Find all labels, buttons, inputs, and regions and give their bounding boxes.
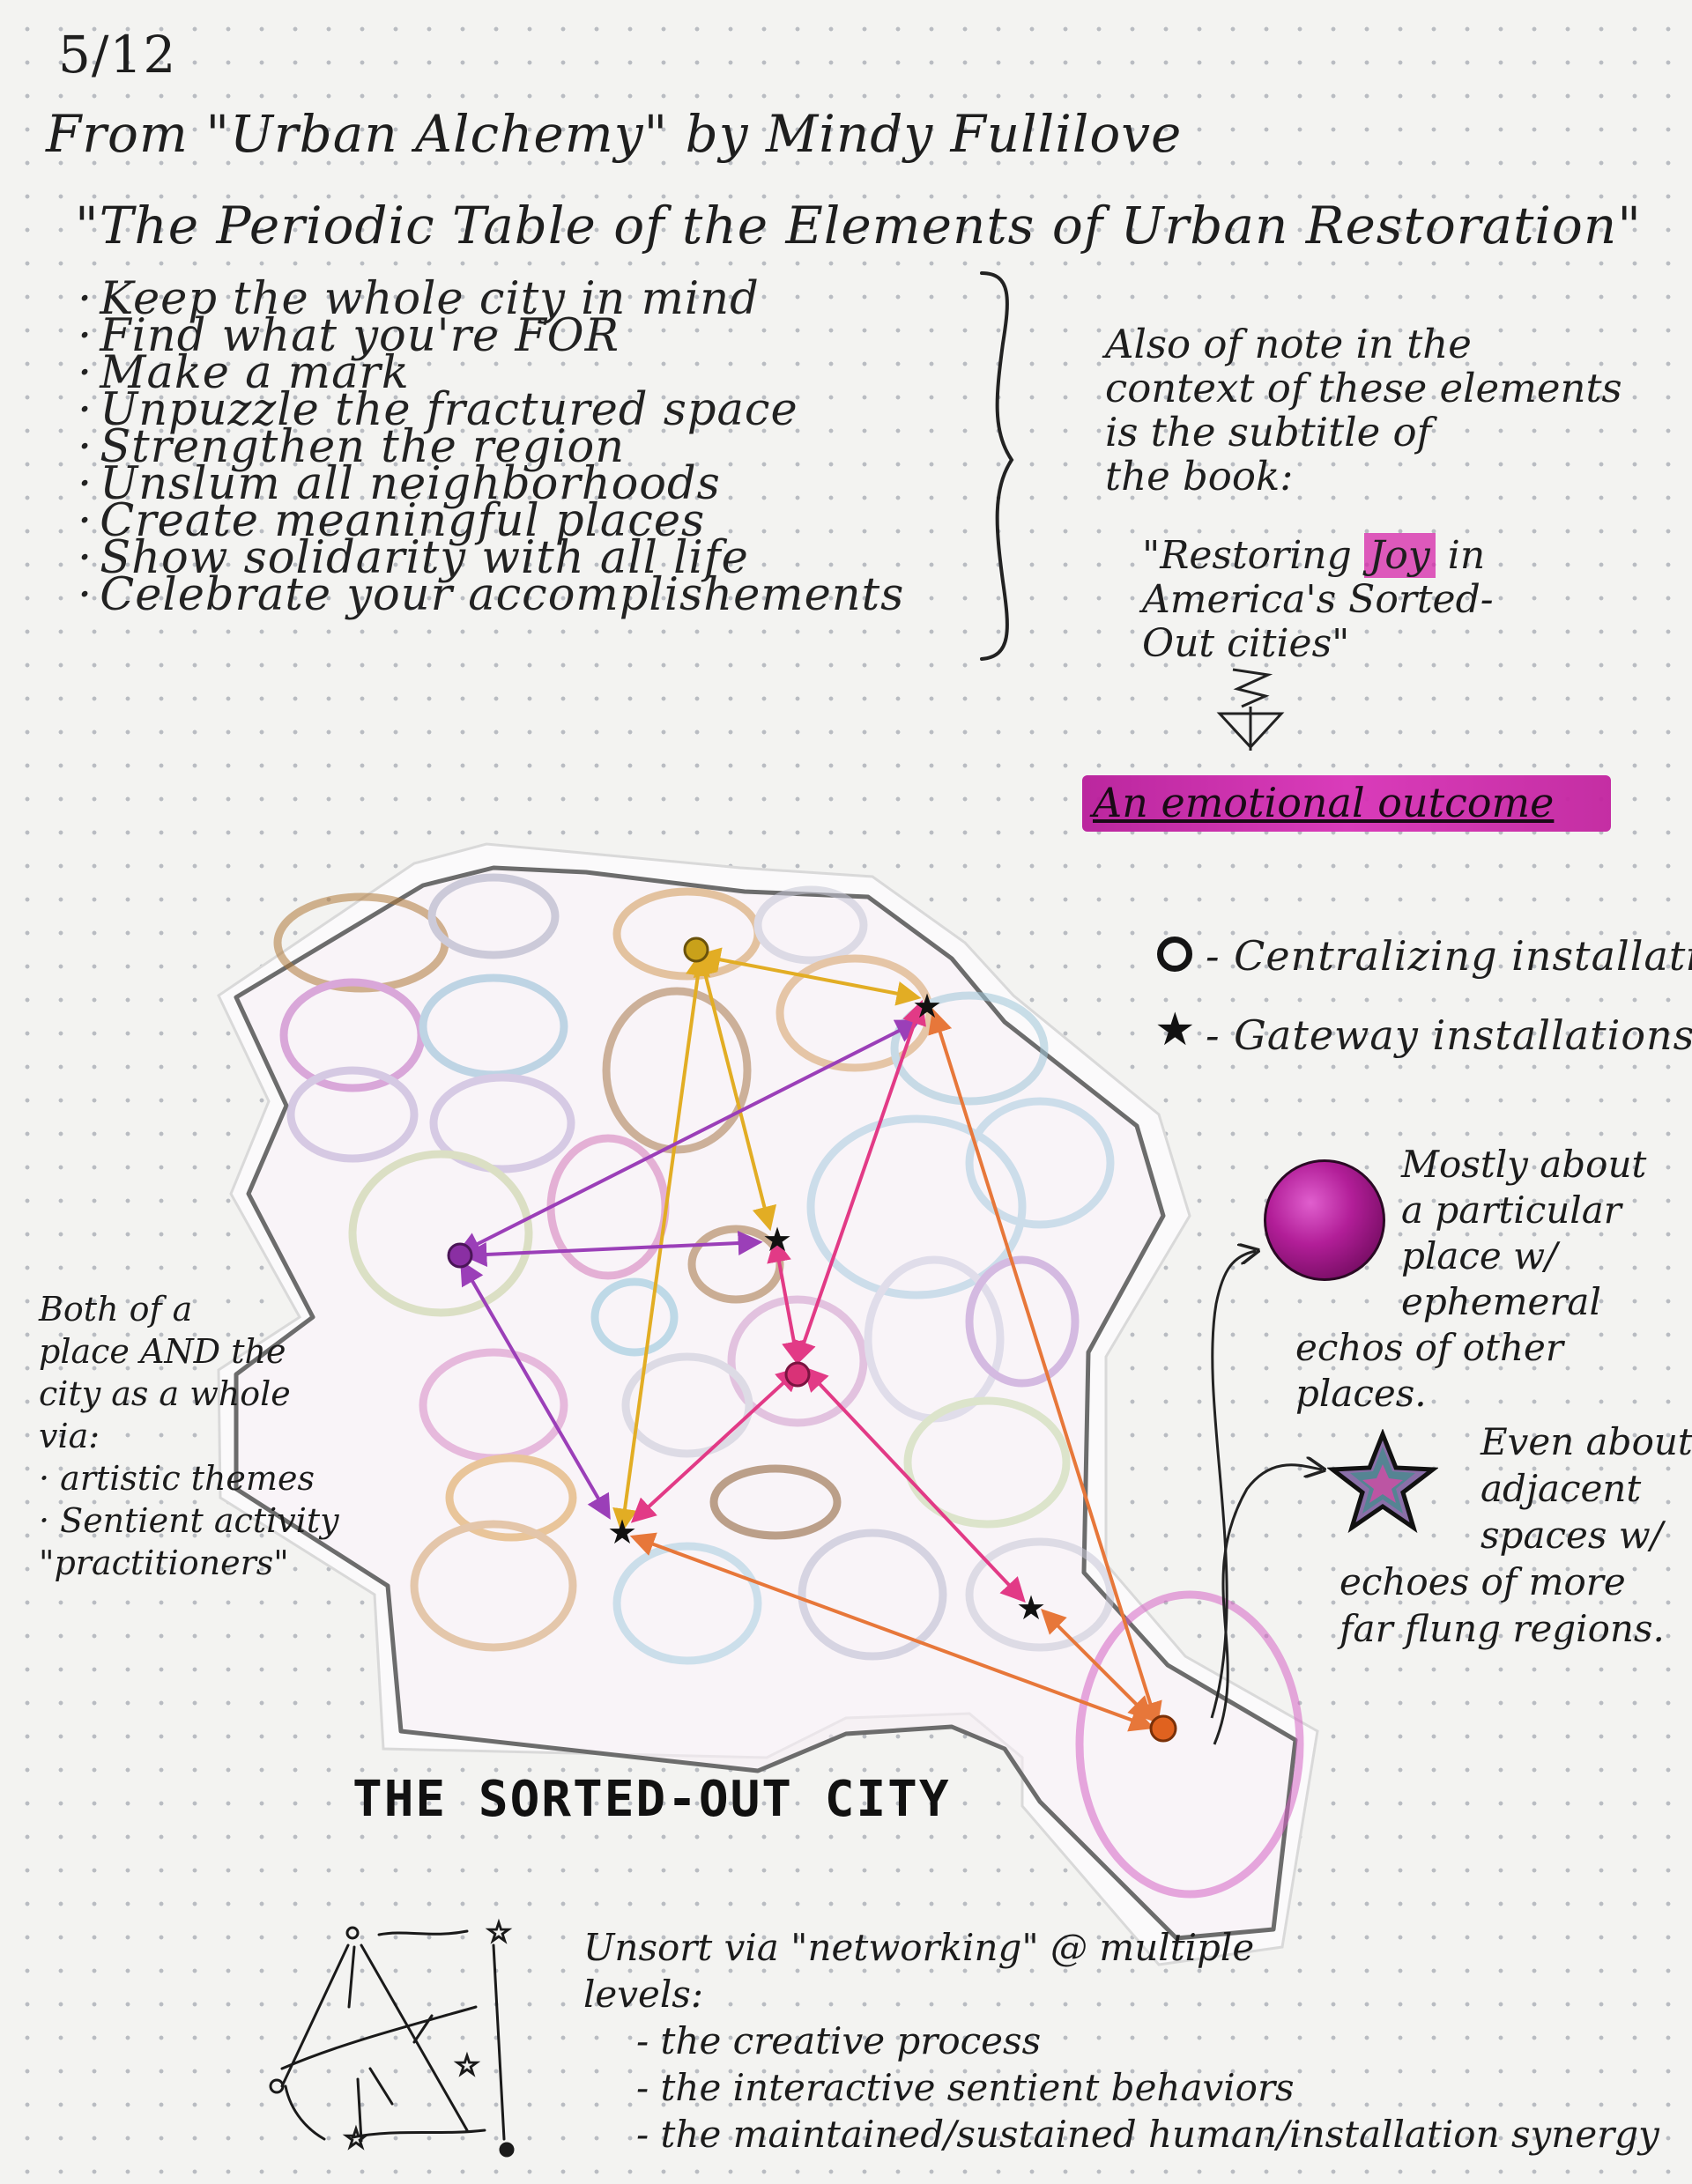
multicolor-star-icon (1327, 1429, 1438, 1533)
note-line: context of these elements (1105, 365, 1622, 411)
joy-highlight: Joy (1363, 533, 1436, 578)
gateway-star-icon: ★ (762, 1220, 792, 1259)
book-subtitle-quote: "Restoring Joy in America's Sorted- Out … (1142, 533, 1494, 666)
note-line: spaces w/ (1480, 1514, 1663, 1557)
curly-brace-icon (980, 271, 1014, 661)
quote-pre: "Restoring (1142, 533, 1364, 578)
unsort-intro-2: levels: (583, 1973, 704, 2016)
both-note: Both of a place AND the city as a whole … (39, 1288, 339, 1584)
network-diagram: ☆ ☆ ☆ (269, 1914, 515, 2158)
level-item: - the maintained/sustained human/install… (636, 2113, 1659, 2156)
note-line: places. (1295, 1372, 1427, 1415)
legend-centralizing: - Centralizing installations (1206, 932, 1692, 980)
legend-gateway: - Gateway installations (1206, 1011, 1692, 1059)
note-line: via: (39, 1417, 100, 1455)
network-node-dot (269, 2078, 285, 2094)
quote-line-2: America's Sorted- (1142, 577, 1494, 622)
table-title: "The Periodic Table of the Elements of U… (75, 196, 1642, 255)
centralizing-dot-icon (1157, 937, 1192, 972)
date: 5/12 (58, 25, 177, 85)
quote-line-3: Out cities" (1142, 621, 1350, 666)
list-item: Keep the whole city in mind (78, 277, 904, 322)
pointer-line (1210, 1251, 1256, 1719)
network-arrows (456, 947, 1162, 1732)
list-item: Make a mark (78, 351, 904, 396)
outcome-highlight (1082, 775, 1611, 832)
note-line: Both of a (39, 1290, 193, 1329)
list-item: Find what you're FOR (78, 314, 904, 359)
note-line: place w/ (1401, 1234, 1558, 1277)
list-item: Create meaningful places (78, 499, 904, 544)
note-line: far flung regions. (1340, 1607, 1665, 1650)
note-line: the book: (1105, 453, 1294, 500)
note-line: · Sentient activity (39, 1501, 339, 1540)
down-arrow-icon (1216, 668, 1285, 751)
gateway-star-icon: ★ (607, 1513, 637, 1551)
centralizing-installation-orange (1149, 1714, 1177, 1743)
elements-list: Keep the whole city in mind Find what yo… (78, 277, 904, 618)
city-title: THE SORTED-OUT CITY (352, 1771, 951, 1828)
note-line: echos of other (1295, 1326, 1563, 1369)
note-line: adjacent (1480, 1467, 1642, 1510)
network-node-dot (345, 1926, 360, 1940)
gateway-star-icon: ★ (1016, 1588, 1046, 1627)
note-line: ephemeral (1401, 1280, 1601, 1323)
note-line: · artistic themes (39, 1459, 315, 1498)
source-line: From "Urban Alchemy" by Mindy Fullilove (46, 104, 1183, 164)
note-line: Also of note in the (1105, 321, 1472, 367)
quote-post: in (1435, 533, 1486, 578)
network-node-star: ☆ (455, 2048, 480, 2082)
centralizing-installation-pink (784, 1361, 811, 1388)
level-item: - the interactive sentient behaviors (636, 2066, 1295, 2109)
pointer-line (1213, 1465, 1322, 1745)
unsort-intro: Unsort via "networking" @ multiple (583, 1926, 1255, 1969)
list-item: Show solidarity with all life (78, 536, 904, 581)
place-note: Mostly about a particular place w/ ephem… (1295, 1142, 1647, 1417)
note-line: city as a whole (39, 1374, 291, 1413)
note-line: place AND the (39, 1332, 286, 1371)
note-line: a particular (1401, 1188, 1622, 1232)
side-note: Also of note in the context of these ele… (1105, 322, 1634, 499)
magenta-place-dot-icon (1264, 1159, 1385, 1281)
note-line: Mostly about (1401, 1143, 1647, 1186)
network-node-star: ☆ (344, 2121, 369, 2155)
centralizing-installation-purple (447, 1242, 473, 1269)
gateway-star-icon: ★ (912, 987, 942, 1025)
note-line: Even about (1480, 1420, 1692, 1463)
emotional-outcome-label: An emotional outcome (1093, 779, 1555, 826)
list-item: Unslum all neighborhoods (78, 462, 904, 507)
list-item: Unpuzzle the fractured space (78, 388, 904, 433)
centralizing-installation-gold (683, 937, 709, 963)
unsort-note: Unsort via "networking" @ multiple level… (583, 1924, 1659, 2158)
note-line: "practitioners" (39, 1544, 289, 1582)
network-node-star: ☆ (486, 1915, 512, 1949)
network-node-dot (499, 2142, 515, 2158)
star-note: Even about adjacent spaces w/ echoes of … (1340, 1418, 1692, 1652)
level-item: - the creative process (636, 2019, 1042, 2062)
quote-line-1: "Restoring Joy in (1142, 533, 1494, 578)
list-item: Strengthen the region (78, 425, 904, 470)
note-line: is the subtitle of (1105, 409, 1432, 455)
note-line: echoes of more (1340, 1560, 1626, 1603)
gateway-star-icon: ★ (1154, 1003, 1196, 1056)
list-item: Celebrate your accomplishements (78, 573, 904, 618)
